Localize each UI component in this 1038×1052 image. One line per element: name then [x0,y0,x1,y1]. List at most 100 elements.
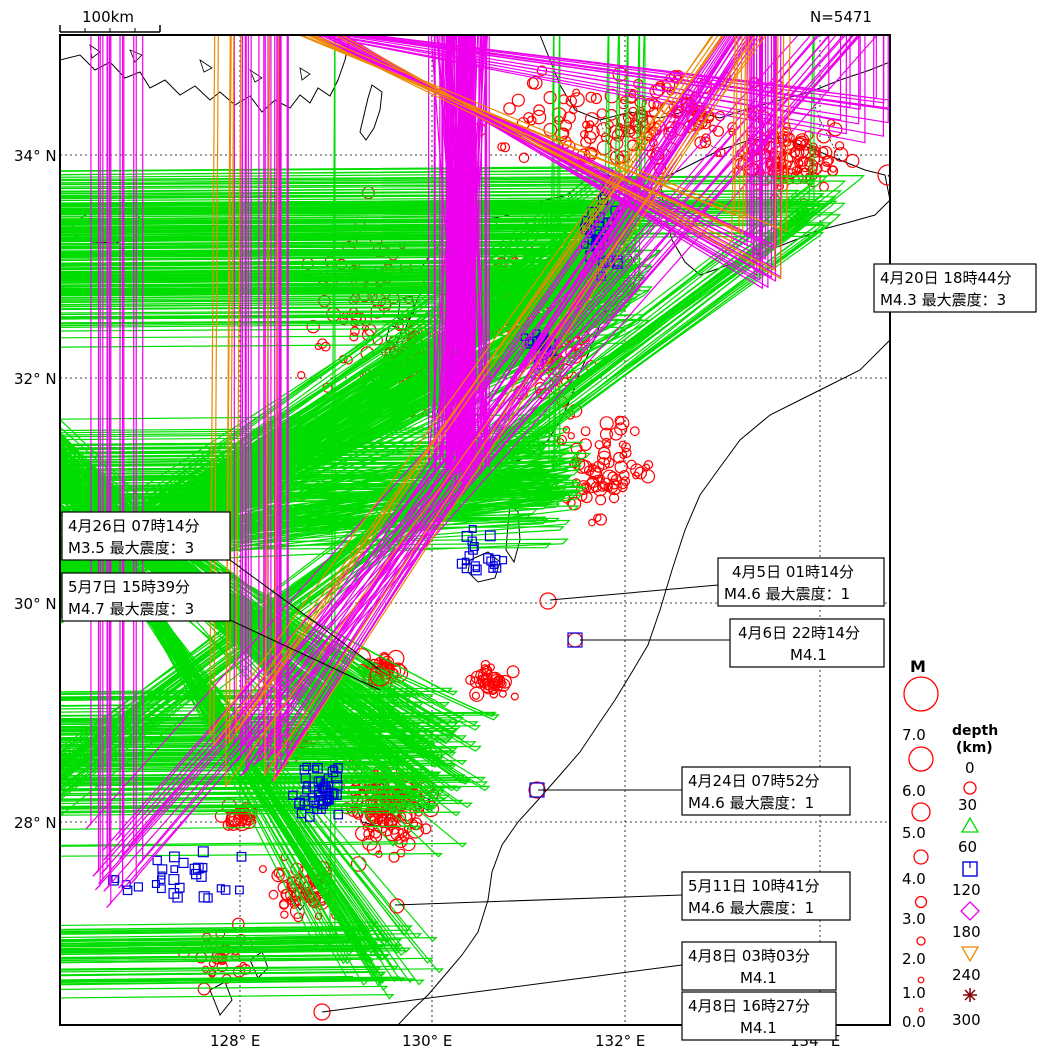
map-frame [59,34,891,1026]
earthquake-marker [626,459,637,470]
earthquake-marker [828,122,843,137]
callout-leaders [229,174,890,1013]
scale-bar-label: 100km [82,8,134,26]
earthquake-marker [565,95,578,107]
earthquake-marker [468,524,477,533]
earthquake-marker [196,871,207,882]
earthquake-marker [596,474,606,483]
svg-text:5月11日 10時41分: 5月11日 10時41分 [688,877,820,895]
earthquake-marker [115,35,842,841]
earthquake-marker [122,885,133,896]
earthquake-marker [619,451,628,460]
earthquake-marker [559,119,572,132]
earthquake-marker [461,563,472,574]
earthquake-marker [601,469,617,485]
tsushima [359,84,383,141]
earthquake-marker [60,313,617,587]
earthquake-marker [60,478,437,758]
korea-islands [89,44,311,83]
earthquake-marker [447,35,464,463]
earthquake-marker [60,460,583,571]
earthquake-marker [60,467,415,791]
earthquake-marker [704,110,715,122]
earthquake-marker [618,440,627,449]
earthquake-marker [727,121,738,133]
earthquake-marker [471,691,480,700]
earthquake-marker [320,784,332,796]
earthquake-marker [60,271,594,561]
earthquake-marker [60,477,427,801]
earthquake-marker [60,502,425,986]
earthquake-marker [60,473,391,946]
earthquake-marker [60,494,555,548]
svg-text:M4.3 最大震度：3: M4.3 最大震度：3 [880,291,1006,309]
earthquake-marker [60,196,837,791]
earthquake-marker [817,146,829,158]
earthquake-marker [470,670,484,684]
earthquake-marker [311,764,320,773]
svg-text:0: 0 [965,759,975,777]
earthquake-marker [60,489,578,568]
earthquake-marker [241,814,256,830]
earthquake-marker [526,115,537,126]
svg-text:3.0: 3.0 [902,910,926,928]
svg-text:depth: depth [952,723,998,739]
earthquake-marker [484,530,496,542]
earthquake-marker [503,102,516,115]
earthquake-marker [312,762,323,774]
svg-text:M4.6 最大震度：1: M4.6 最大震度：1 [688,899,814,917]
earthquake-marker [60,443,550,538]
earthquake-marker [60,488,406,983]
earthquake-marker [320,341,331,352]
earthquake-marker [60,482,548,541]
earthquake-marker [396,848,406,858]
earthquake-marker [60,464,399,847]
earthquake-marker [593,513,602,523]
earthquake-marker [497,142,507,152]
earthquake-marker [60,479,389,991]
earthquake-marker [580,491,593,504]
earthquake-marker [60,472,380,977]
earthquake-marker [60,470,383,959]
svg-text:30: 30 [958,796,977,814]
earthquake-marker [273,867,285,878]
earthquake-marker [169,851,180,863]
earthquake-marker [157,871,166,880]
earthquake-marker [420,823,432,835]
earthquake-marker [616,113,632,129]
earthquake-marker [133,882,143,892]
earthquake-marker [60,465,373,963]
earthquake-marker [60,435,562,548]
earthquake-marker [506,665,520,679]
callout-0: 4月20日 18時44分 M4.3 最大震度：3 [873,263,1037,313]
earthquake-marker [833,147,849,162]
earthquake-marker [60,322,612,583]
earthquake-marker [172,892,183,903]
earthquake-marker [634,466,647,480]
earthquake-marker [60,522,489,788]
earthquake-marker [333,763,343,773]
earthquake-marker [60,166,605,562]
svg-text:M4.7 最大震度：3: M4.7 最大震度：3 [68,600,194,618]
earthquake-marker [60,247,593,558]
earthquake-marker [60,513,445,974]
earthquake-marker [303,780,311,789]
svg-text:4月20日 18時44分: 4月20日 18時44分 [880,269,1012,287]
earthquake-marker [259,35,762,762]
earthquake-marker [543,90,557,105]
earthquake-marker [531,109,547,125]
earthquake-marker [60,496,566,559]
earthquake-marker [297,371,306,380]
earthquake-marker [60,477,435,761]
lon-label-130: 130° E [402,1032,452,1050]
earthquake-marker [60,436,322,948]
svg-text:5月7日 15時39分: 5月7日 15時39分 [68,578,190,596]
earthquake-marker [197,846,209,858]
earthquake-marker [594,513,608,526]
earthquake-marker [613,451,625,464]
earthquake-marker [599,416,614,431]
earthquake-marker [128,35,847,847]
earthquake-marker [834,141,845,151]
earthquake-marker [60,207,816,771]
earthquake-marker [92,35,877,877]
